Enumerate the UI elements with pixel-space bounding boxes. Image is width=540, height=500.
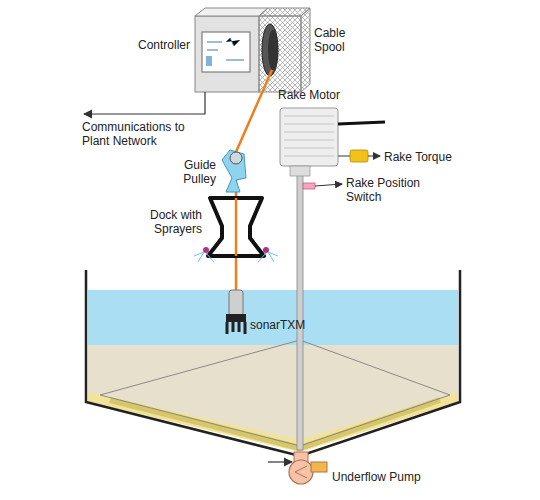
part-label: Communications to Plant Network <box>82 120 192 148</box>
part-label: Guide Pulley <box>168 158 216 186</box>
part-label: Rake Torque <box>384 150 474 164</box>
part-label: sonarTXM <box>250 318 320 332</box>
part-label: Rake Position Switch <box>346 176 426 204</box>
part-label: Cable Spool <box>314 26 358 54</box>
part-label: Rake Motor <box>278 88 358 102</box>
part-label: Controller <box>128 38 190 52</box>
part-label: Dock with Sprayers <box>146 208 202 236</box>
part-label: Underflow Pump <box>332 470 442 484</box>
